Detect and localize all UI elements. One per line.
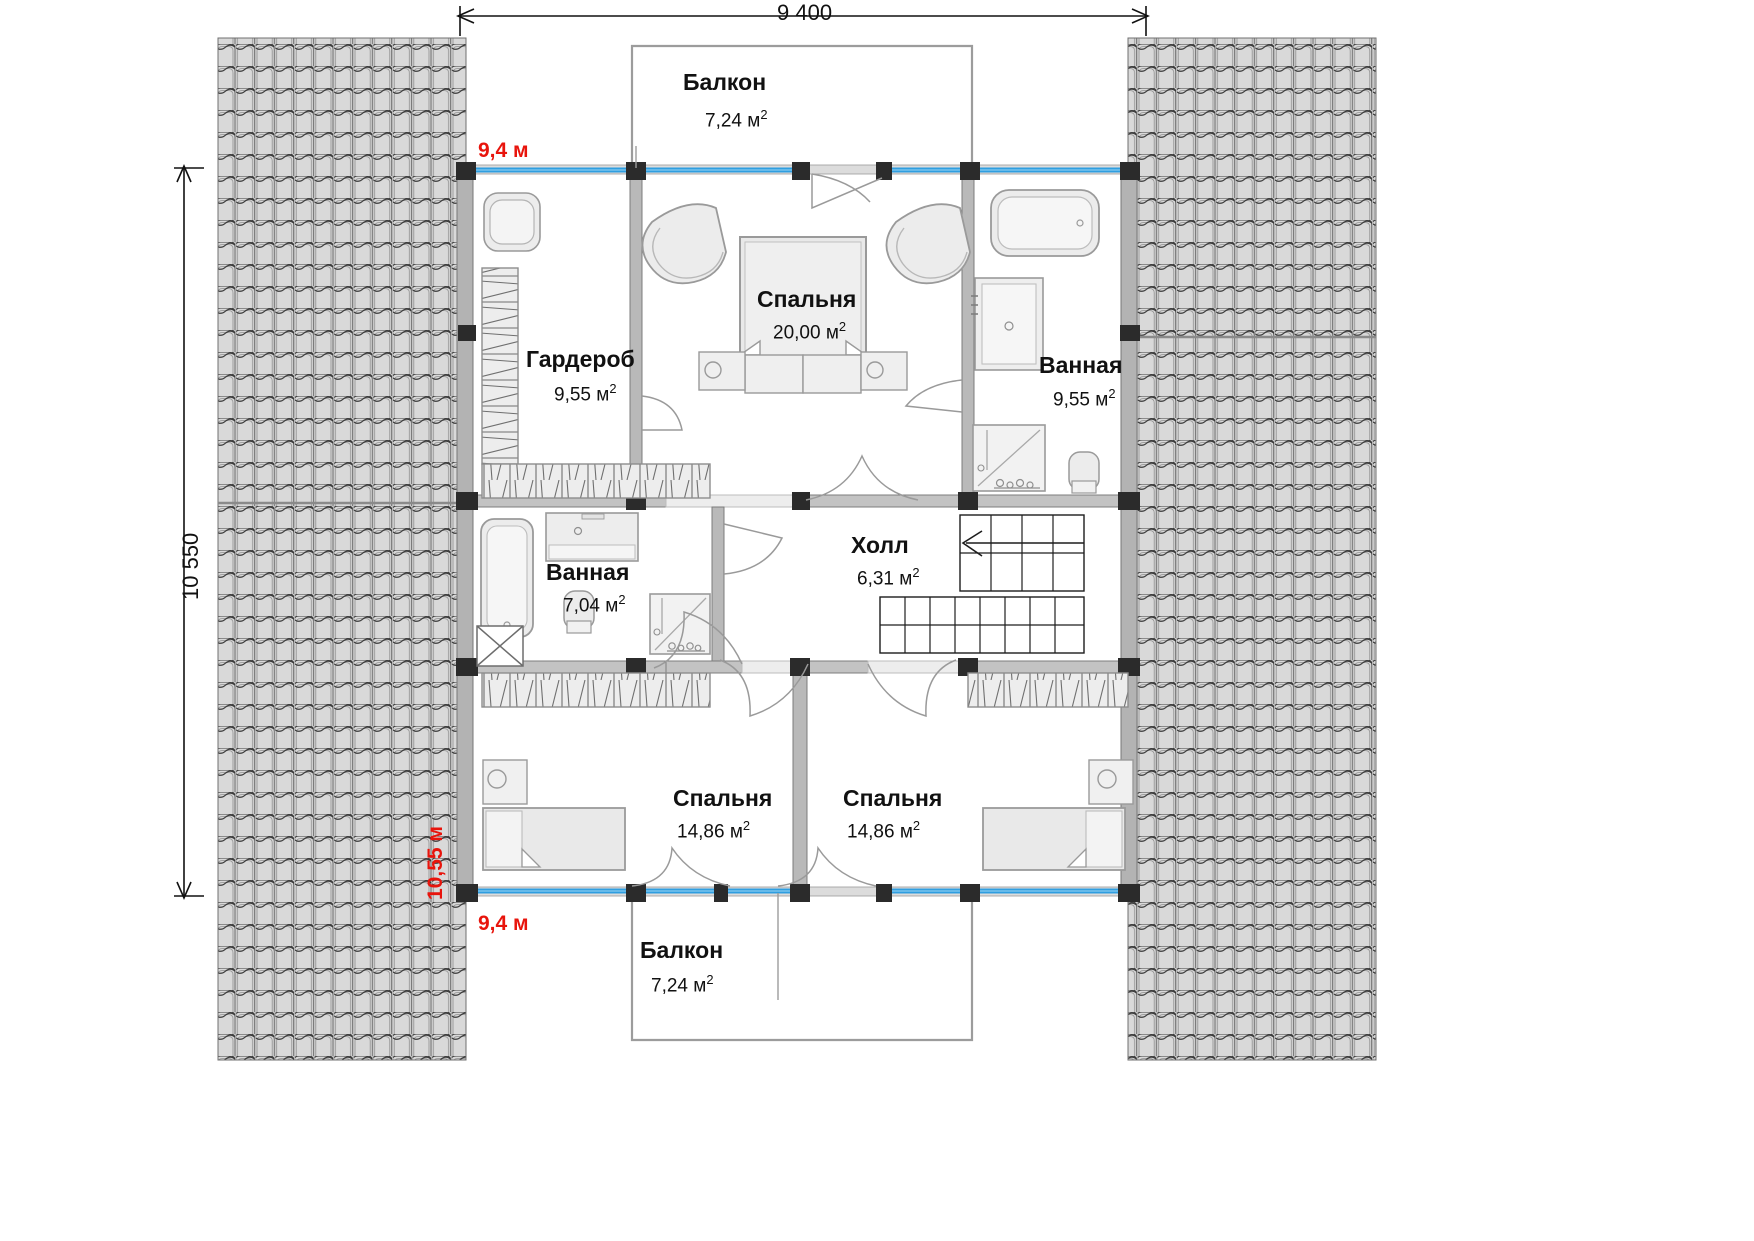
door-swing-icon-bath-right: [904, 379, 963, 413]
dimension-lines: [174, 6, 1150, 900]
room-area-bedroom-master: 20,00 м2: [773, 319, 847, 344]
room-area-bathroom-right: 9,55 м2: [1053, 386, 1116, 411]
toilet-icon-topleft: [483, 192, 541, 252]
bedroom-right-furniture: [967, 672, 1134, 871]
armchair-icon-right: [885, 203, 971, 285]
room-label-bathroom-left: Ванная: [546, 559, 630, 585]
dimension-top-wall-red: 9,4 м: [478, 139, 529, 162]
door-swing-icon-bedroom-right: [867, 659, 957, 718]
door-swings: [631, 173, 963, 887]
room-label-hall: Холл: [851, 532, 909, 558]
door-swing-icon-hall-left: [653, 610, 743, 669]
room-area-bathroom-left: 7,04 м2: [563, 592, 626, 617]
room-label-bedroom-right: Спальня: [843, 785, 943, 811]
balcony-top-outline: [630, 44, 974, 168]
armchair-icon-left: [641, 203, 727, 285]
door-swing-icon-bath-left: [723, 523, 784, 575]
room-label-bedroom-left: Спальня: [673, 785, 773, 811]
room-label-wardrobe: Гардероб: [526, 346, 635, 372]
room-label-bathroom-right: Ванная: [1039, 352, 1123, 378]
door-swing-icon-bedroom-left: [719, 659, 809, 718]
balcony-tickmarks: [635, 146, 779, 1000]
dimension-bottom-wall-red: 9,4 м: [478, 912, 529, 935]
door-swing-icon-balcony-bottom-right: [777, 845, 877, 887]
room-label-balcony-bottom: Балкон: [640, 937, 724, 963]
room-area-hall: 6,31 м2: [857, 565, 920, 590]
dimension-left-wall-red: 10,55 м: [424, 826, 447, 900]
staircase: [879, 514, 1085, 654]
roof-right: [1127, 37, 1377, 1061]
room-area-balcony-bottom: 7,24 м2: [651, 972, 714, 997]
bedroom-master-furniture: [641, 203, 971, 394]
door-swing-icon-hall-master: [805, 454, 919, 501]
balcony-bottom-outline: [630, 894, 974, 1042]
bathroom-right-fixtures: [971, 189, 1100, 494]
bedroom-left-furniture: [481, 672, 711, 871]
room-area-balcony-top: 7,24 м2: [705, 107, 768, 132]
door-swing-icon-balcony-bottom-left: [631, 845, 731, 887]
dimension-left-overall: 10 550: [178, 532, 203, 600]
door-swing-icon-balcony-top: [811, 174, 883, 210]
bathroom-left-fixtures: [476, 512, 711, 667]
wardrobe-closet-rails: [481, 267, 711, 499]
structural-posts: [456, 162, 1140, 902]
room-area-bedroom-left: 14,86 м2: [677, 818, 751, 843]
room-area-bedroom-right: 14,86 м2: [847, 818, 921, 843]
door-swing-icon-wardrobe: [641, 395, 683, 431]
room-area-wardrobe: 9,55 м2: [554, 381, 617, 406]
room-label-bedroom-master: Спальня: [757, 286, 857, 312]
stair-arrow-icon: [961, 530, 1084, 557]
room-label-balcony-top: Балкон: [683, 69, 767, 95]
roof-left: [217, 37, 467, 1061]
dimension-top-overall: 9 400: [777, 0, 833, 25]
